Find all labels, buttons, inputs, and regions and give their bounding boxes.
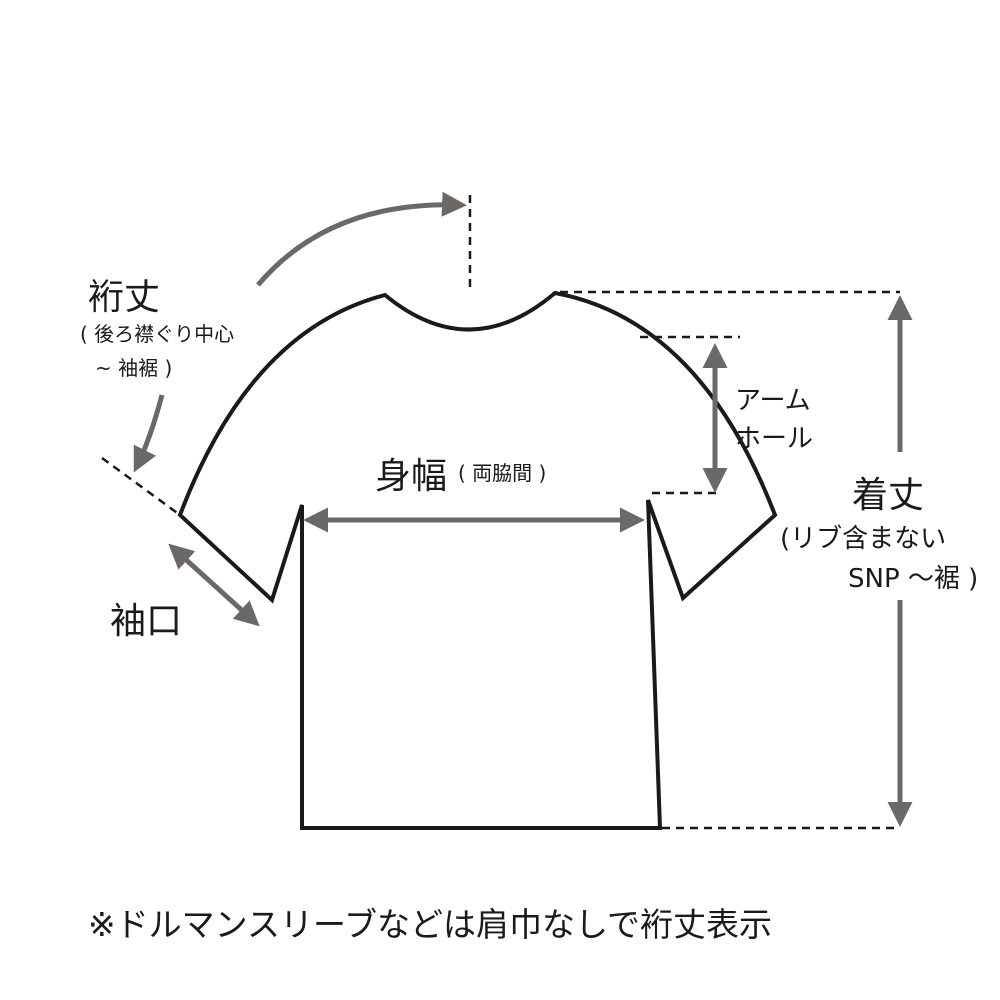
armhole-label-line2: ホール (735, 424, 814, 454)
measure-arrows (133, 191, 913, 827)
mihaba-label: 身幅 (375, 456, 448, 497)
sodeguchi-arrow (168, 543, 260, 627)
kitake-note-line2: SNP ～裾 ) (848, 564, 979, 594)
mihaba-note: ( 両脇間 ) (458, 461, 547, 485)
yuki-arrow-lower (133, 394, 165, 473)
kitake-note-line1: (リブ含まない (780, 524, 947, 554)
yuki-arrow-upper (256, 191, 467, 287)
footnote: ※ドルマンスリーブなどは肩巾なしで裄丈表示 (88, 905, 773, 944)
yuki-note-line1: ( 後ろ襟ぐり中心 (80, 322, 235, 346)
sodeguchi-label: 袖口 (110, 601, 183, 642)
tshirt-outline (177, 290, 778, 830)
yuki-note-line2: ~ 袖裾 ) (95, 356, 173, 380)
guide-lines (101, 195, 900, 830)
kitake-label: 着丈 (852, 475, 925, 516)
yuki-label: 裄丈 (88, 277, 161, 318)
armhole-label-line1: アーム (735, 386, 811, 416)
